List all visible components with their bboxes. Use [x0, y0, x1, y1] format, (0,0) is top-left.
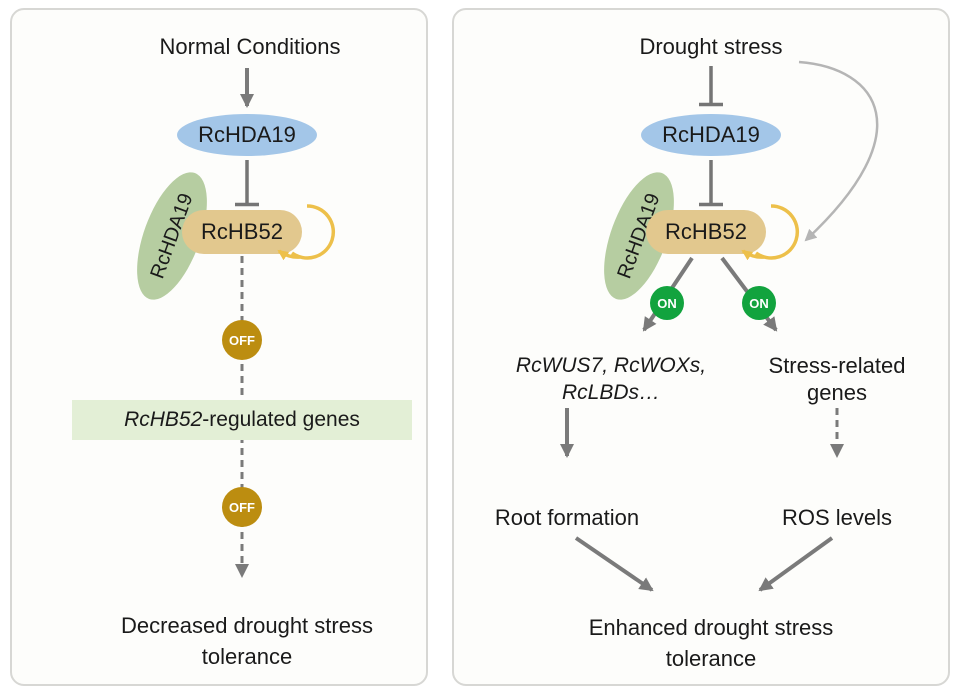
rchb52-label: RcHB52 [201, 219, 283, 244]
drought-stress-panel: Drought stress RcHDA19 RcHDA19 RcHB52 ON… [452, 8, 950, 686]
rchb52-label: RcHB52 [665, 219, 747, 244]
rchda19-label: RcHDA19 [662, 122, 760, 147]
stress-related-genes: Stress-related genes [757, 352, 917, 406]
stress-related-genes-line1: Stress-related [768, 353, 906, 378]
rchb52-box: RcHB52 [182, 210, 302, 254]
on-badge-right: ON [742, 286, 776, 320]
right-outcome-line1: Enhanced drought stress [588, 615, 834, 640]
rchda19-ellipse: RcHDA19 [641, 114, 781, 156]
root-to-outcome-arrow [574, 536, 654, 592]
on-badge-left: ON [650, 286, 684, 320]
left-outcome-line2: tolerance [201, 644, 293, 669]
condition-title: Normal Conditions [159, 34, 341, 59]
right-panel-overlay-connectors [741, 249, 765, 261]
development-target-genes: RcWUS7, RcWOXs, RcLBDs… [481, 352, 741, 406]
left-outcome-line1: Decreased drought stress [121, 613, 373, 638]
development-target-genes-line2: RcLBDs… [561, 381, 661, 404]
rchda19-label: RcHDA19 [198, 122, 296, 147]
regulated-genes-gene: RcHB52 [124, 408, 203, 431]
rchda19-ellipse: RcHDA19 [177, 114, 317, 156]
regulated-genes-box: RcHB52-regulated genes [72, 400, 412, 440]
hda19-inhibits-hb52-tbar [699, 160, 723, 207]
rchb52-box: RcHB52 [646, 210, 766, 254]
left-outcome-text: Decreased drought stress tolerance [97, 610, 397, 672]
stress-related-genes-line2: genes [807, 380, 867, 405]
right-panel-connectors [560, 60, 879, 592]
condition-title: Drought stress [639, 34, 783, 59]
right-outcome-text: Enhanced drought stress tolerance [561, 612, 861, 674]
left-panel-connectors [235, 68, 336, 578]
drought-feedback-curve-arrow [798, 60, 879, 242]
drought-inhibits-hda19-tbar [699, 66, 723, 107]
hda19-inhibits-hb52-tbar [235, 160, 259, 207]
off-badge-upper: OFF [222, 320, 262, 360]
ros-levels-label: ROS levels [781, 505, 893, 530]
development-target-genes-line1: RcWUS7, RcWOXs, [515, 354, 707, 377]
right-outcome-line2: tolerance [665, 646, 757, 671]
off-badge-lower: OFF [222, 487, 262, 527]
ros-to-outcome-arrow [758, 536, 834, 592]
left-panel-overlay-connectors [277, 249, 301, 261]
root-formation-label: Root formation [494, 505, 640, 530]
normal-conditions-panel: Normal Conditions RcHDA19 RcHDA19 RcHB52… [10, 8, 428, 686]
regulated-genes-suffix: -regulated genes [202, 408, 360, 431]
